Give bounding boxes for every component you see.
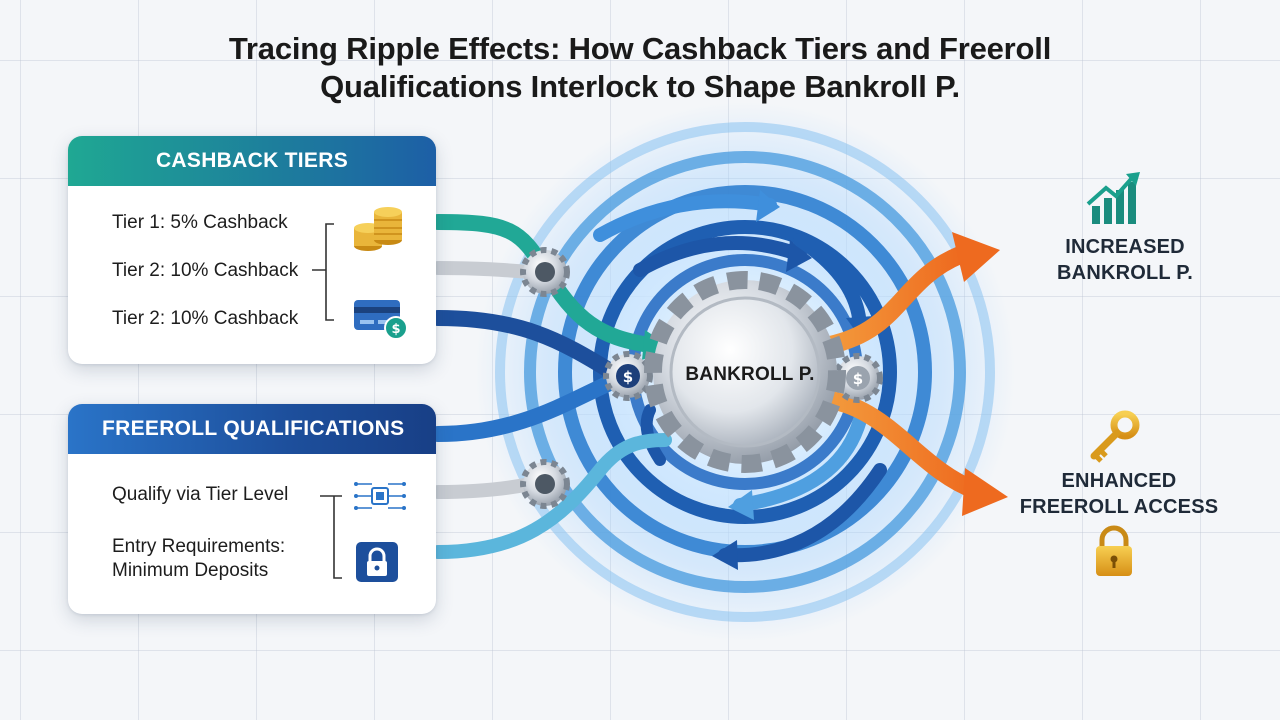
- cashback-row-3: Tier 2: 10% Cashback: [112, 308, 299, 329]
- page-title: Tracing Ripple Effects: How Cashback Tie…: [0, 30, 1280, 106]
- outcome-2-line-1: ENHANCED: [1061, 470, 1177, 492]
- freeroll-qualifications-header: FREEROLL QUALIFICATIONS: [68, 404, 436, 454]
- padlock-icon: [356, 542, 398, 582]
- ring-arrowhead-lower: [712, 540, 738, 570]
- gear-small-top: [520, 247, 570, 297]
- ring-arrow-mid: [633, 236, 807, 277]
- ring-arrow-left: [640, 404, 666, 466]
- ring-arrowhead-mid: [786, 240, 812, 272]
- flow-tier3: [430, 310, 620, 380]
- freeroll-row-3: Minimum Deposits: [112, 560, 269, 581]
- ring-arrow-bottom: [733, 413, 867, 512]
- circuit-chip-icon: [354, 482, 406, 510]
- flow-to-freeroll: [821, 391, 984, 499]
- cashback-tiers-panel: CASHBACK TIERS Tier 1: 5% Cashback Tier …: [68, 136, 436, 364]
- outcome-enhanced-freeroll: ENHANCED FREEROLL ACCESS: [1004, 468, 1234, 520]
- gear-dollar-left: $: [603, 351, 653, 401]
- flow-entry: [431, 477, 537, 499]
- growth-chart-icon: [1086, 172, 1140, 224]
- ring-arrows: [593, 190, 887, 570]
- flow-to-bankroll: [821, 246, 969, 354]
- outcome-1-line-1: INCREASED: [1065, 236, 1185, 258]
- outcome-1-line-2: BANKROLL P.: [1057, 262, 1193, 284]
- freeroll-row-2: Entry Requirements:: [112, 536, 286, 557]
- freeroll-row-1: Qualify via Tier Level: [112, 484, 289, 505]
- ring-arrowhead-top: [756, 190, 780, 222]
- flow-to-freeroll-arrowhead: [962, 468, 1008, 516]
- svg-text:$: $: [623, 368, 633, 386]
- ring-arrowhead-bottom: [728, 490, 754, 520]
- freeroll-bracket: [320, 495, 342, 579]
- flow-qualify: [430, 374, 620, 442]
- svg-text:$: $: [391, 322, 400, 337]
- ring-outer: [495, 122, 995, 622]
- ring-arrow-top: [593, 194, 777, 242]
- cashback-tiers-header: CASHBACK TIERS: [68, 136, 436, 186]
- title-line-1: Tracing Ripple Effects: How Cashback Tie…: [228, 31, 1052, 66]
- coins-icon: [354, 207, 402, 251]
- cashback-row-1: Tier 1: 5% Cashback: [112, 212, 288, 233]
- freeroll-qualifications-panel: FREEROLL QUALIFICATIONS Qualify via Tier…: [68, 404, 436, 614]
- outcome-2-line-2: FREEROLL ACCESS: [1019, 496, 1219, 518]
- title-line-2: Qualifications Interlock to Shape Bankro…: [320, 69, 960, 104]
- output-flows: [821, 232, 1008, 516]
- flow-deposit: [431, 433, 672, 559]
- ring-4: [524, 151, 966, 593]
- cashback-row-2: Tier 2: 10% Cashback: [112, 260, 299, 281]
- gear-small-bottom: [520, 459, 570, 509]
- flow-to-bankroll-arrowhead: [952, 232, 1000, 282]
- outcome-increased-bankroll: INCREASED BANKROLL P.: [1010, 234, 1240, 286]
- svg-text:$: $: [853, 370, 863, 388]
- ring-arrow-lower: [718, 463, 887, 563]
- padlock-gold-icon: [1096, 525, 1132, 576]
- key-icon: [1090, 410, 1140, 463]
- center-gear: [644, 271, 846, 473]
- cashback-bracket: [312, 223, 334, 321]
- center-gear-label: BANKROLL P.: [685, 364, 815, 385]
- flow-tier2: [431, 261, 537, 279]
- credit-card-icon: $: [354, 300, 408, 340]
